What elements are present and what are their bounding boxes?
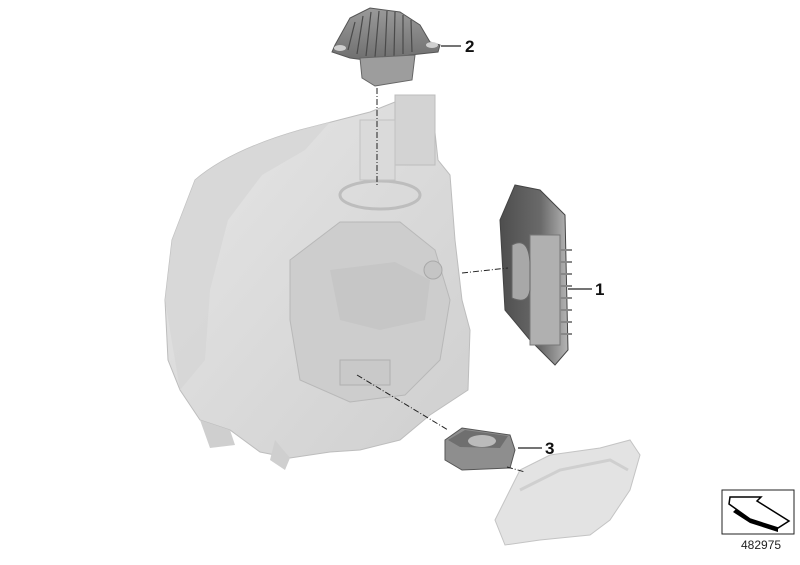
vehicle-direction-arrow-icon (721, 489, 795, 535)
bottom-cover (494, 439, 641, 546)
part-3-fan-module (444, 427, 516, 471)
callout-3[interactable]: 3 (545, 439, 555, 458)
callout-1[interactable]: 1 (595, 280, 605, 299)
callout-2[interactable]: 2 (465, 37, 475, 56)
leader-lines (356, 45, 592, 473)
diagram-number: 482975 (741, 538, 782, 552)
headlight-housing (164, 94, 471, 470)
part-1-control-module (499, 184, 572, 366)
part-2-heatsink-module (331, 7, 441, 87)
